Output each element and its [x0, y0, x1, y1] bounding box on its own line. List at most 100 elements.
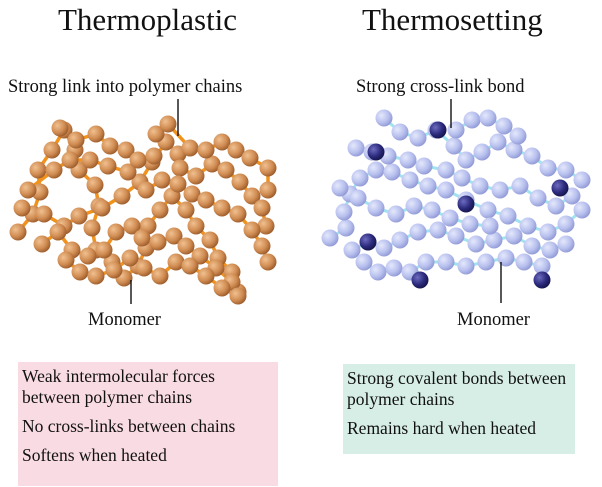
monomer	[335, 203, 353, 221]
monomer	[181, 139, 199, 157]
monomer	[183, 185, 201, 203]
monomer	[539, 159, 557, 177]
monomer	[489, 133, 507, 151]
monomer	[243, 221, 261, 239]
monomer	[33, 235, 51, 253]
monomer	[101, 137, 119, 155]
monomer	[49, 223, 67, 241]
monomer	[43, 141, 61, 159]
thermoplastic-property: Softens when heated	[22, 445, 167, 465]
monomer	[151, 201, 169, 219]
crosslink-atom	[411, 271, 429, 289]
monomer	[479, 201, 497, 219]
monomer	[495, 117, 513, 135]
monomer	[213, 199, 231, 217]
monomer	[67, 131, 85, 149]
monomer	[419, 177, 437, 195]
monomer	[169, 175, 187, 193]
monomer	[13, 199, 31, 217]
monomer	[429, 221, 447, 239]
monomer	[511, 177, 529, 195]
monomer	[151, 267, 169, 285]
monomer	[347, 139, 365, 157]
monomer	[217, 161, 235, 179]
crosslink-atom	[359, 233, 377, 251]
monomer	[165, 227, 183, 245]
monomer	[105, 261, 123, 279]
monomer	[415, 157, 433, 175]
monomer	[70, 207, 88, 225]
monomer	[387, 205, 405, 223]
monomer	[61, 151, 79, 169]
monomer	[405, 197, 423, 215]
thermoplastic-property: No cross-links between chains	[22, 416, 236, 436]
monomer	[187, 167, 205, 185]
monomer	[51, 119, 69, 137]
monomer	[321, 229, 339, 247]
monomer	[401, 171, 419, 189]
monomer	[463, 111, 481, 129]
monomer	[423, 201, 441, 219]
monomer	[171, 159, 189, 177]
monomer	[71, 263, 89, 281]
monomer	[187, 217, 205, 235]
monomer	[129, 151, 147, 169]
monomer	[509, 127, 527, 145]
monomer	[135, 259, 153, 277]
monomer	[541, 241, 559, 259]
monomer	[369, 263, 387, 281]
monomer	[133, 229, 151, 247]
monomer	[557, 161, 575, 179]
monomer	[409, 223, 427, 241]
monomer	[145, 147, 163, 165]
monomer	[351, 169, 369, 187]
thermoplastic-title: Thermoplastic	[58, 2, 238, 37]
monomer	[375, 239, 393, 257]
monomer	[259, 253, 277, 271]
monomer	[519, 217, 537, 235]
monomer	[355, 253, 373, 271]
monomer	[107, 223, 125, 241]
monomer	[437, 161, 455, 179]
monomer	[119, 163, 137, 181]
thermoplastic-link-label: Strong link into polymer chains	[8, 77, 243, 97]
monomer	[375, 109, 393, 127]
monomer	[95, 241, 113, 259]
monomer	[259, 181, 277, 199]
crosslink-atom	[429, 121, 447, 139]
monomer	[197, 191, 215, 209]
monomer	[177, 201, 195, 219]
monomer	[99, 157, 117, 175]
monomer	[79, 247, 97, 265]
monomer	[491, 181, 509, 199]
monomer	[533, 257, 551, 275]
crosslink-atom	[551, 179, 569, 197]
monomer	[457, 257, 475, 275]
monomer	[367, 161, 385, 179]
monomer	[159, 115, 177, 133]
monomer	[515, 253, 533, 271]
monomer	[457, 151, 475, 169]
monomer	[479, 109, 497, 127]
monomer	[177, 237, 195, 255]
thermoplastic-properties-box: Weak intermolecular forces between polym…	[18, 362, 278, 486]
thermoset-properties-box: Strong covalent bonds between polymer ch…	[343, 364, 575, 454]
thermoset-monomers	[321, 109, 591, 289]
monomer	[149, 233, 167, 251]
crosslink-atom	[457, 195, 475, 213]
monomer	[505, 141, 523, 159]
monomer	[57, 251, 75, 269]
monomer	[523, 147, 541, 165]
monomer	[243, 187, 261, 205]
monomer	[229, 287, 247, 305]
monomer	[445, 137, 463, 155]
thermoset-monomer-label: Monomer	[457, 310, 530, 330]
monomer	[81, 151, 99, 169]
monomer	[121, 249, 139, 267]
monomer	[349, 189, 367, 207]
monomer	[557, 215, 575, 233]
monomer	[441, 209, 459, 227]
thermosetting-title: Thermosetting	[362, 2, 543, 37]
monomer	[471, 177, 489, 195]
